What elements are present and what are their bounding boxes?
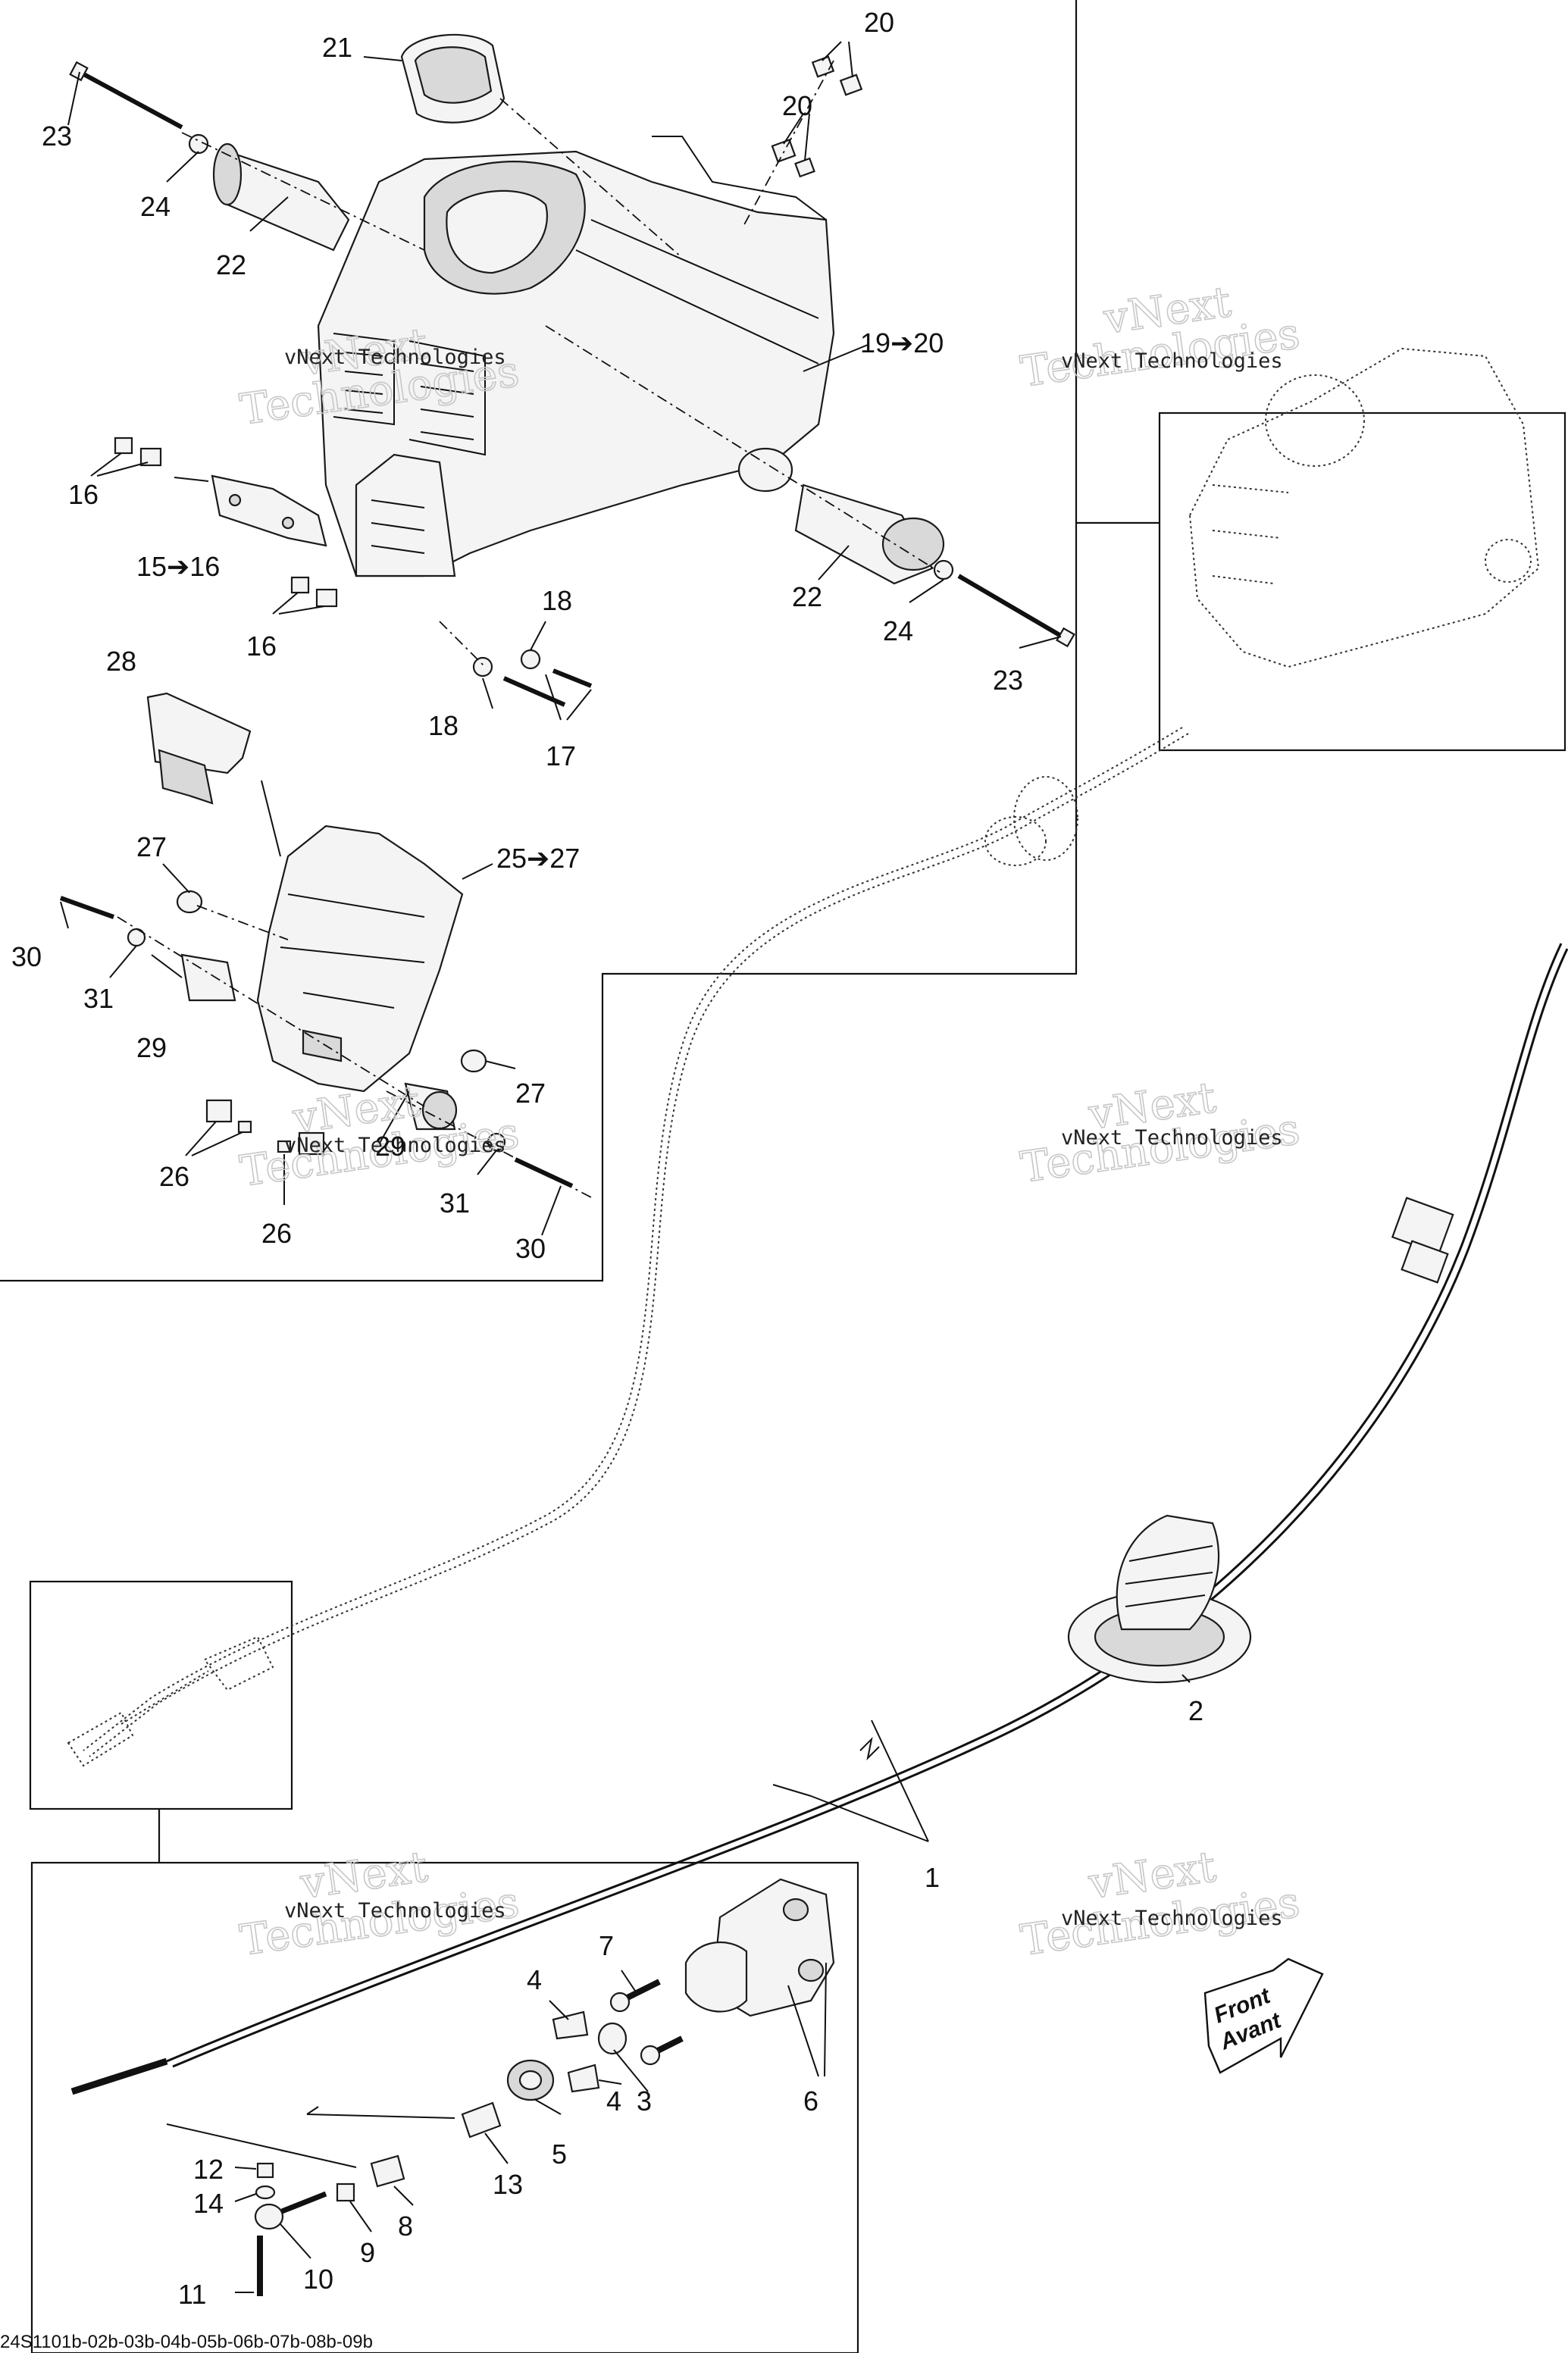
watermark-2: vNext Technologies vNext Technologies xyxy=(1017,277,1304,397)
callout-30a: 30 xyxy=(11,941,42,972)
cable-boot-grommet xyxy=(984,776,1078,866)
svg-text:vNext Technologies: vNext Technologies xyxy=(1061,1126,1283,1150)
leader-lines xyxy=(60,41,1191,2293)
callout-20b: 20 xyxy=(782,90,812,121)
part-6-flange xyxy=(684,1878,835,2017)
callout-16b: 16 xyxy=(246,630,277,662)
part-22-boot-upper xyxy=(212,142,350,252)
part-21-cover xyxy=(400,33,505,124)
callout-15: 15➔16 xyxy=(136,551,220,582)
callout-31a: 31 xyxy=(83,983,114,1014)
callout-24a: 24 xyxy=(140,191,171,222)
callout-29b: 29 xyxy=(375,1131,405,1162)
callout-14: 14 xyxy=(193,2188,224,2219)
callout-4a: 4 xyxy=(527,1964,542,1995)
direction-arrows xyxy=(166,477,455,2168)
callout-29a: 29 xyxy=(136,1032,167,1063)
watermark-6: vNext Technologies vNext Technologies xyxy=(1017,1841,1304,1966)
part-9-nut xyxy=(336,2182,355,2202)
callout-13: 13 xyxy=(493,2169,523,2200)
callout-27b: 27 xyxy=(515,1078,546,1109)
part-29-bushings xyxy=(180,953,458,1131)
part-7-screws xyxy=(609,1979,684,2066)
part-13-sleeve xyxy=(461,2101,502,2139)
part-5-nut xyxy=(506,2059,555,2101)
callout-8: 8 xyxy=(398,2211,413,2242)
callout-7: 7 xyxy=(599,1930,614,1961)
detail-end-view xyxy=(67,1635,274,1767)
watermark-5: vNext Technologies vNext Technologies xyxy=(236,1841,523,1966)
callout-30b: 30 xyxy=(515,1233,546,1264)
callout-28: 28 xyxy=(106,646,136,677)
front-arrow: Front Avant xyxy=(1203,1957,1324,2074)
part-15-bracket xyxy=(211,474,327,547)
part-4-clips xyxy=(552,2010,600,2093)
part-26-nuts xyxy=(205,1099,325,1156)
callout-9: 9 xyxy=(360,2237,375,2268)
callout-20a: 20 xyxy=(864,7,894,38)
part-12-nut xyxy=(256,2162,274,2179)
callout-19: 19➔20 xyxy=(860,327,944,358)
callout-21: 21 xyxy=(322,32,352,63)
assembly-axes xyxy=(117,60,940,1198)
part-22-boot-lower xyxy=(794,483,945,585)
callout-10: 10 xyxy=(303,2264,333,2295)
part-2-boot xyxy=(1067,1514,1252,1684)
part-3-washer xyxy=(597,2022,628,2055)
part-24-washers xyxy=(188,133,954,580)
callout-18a: 18 xyxy=(542,585,572,616)
svg-text:vNext Technologies: vNext Technologies xyxy=(284,1134,506,1157)
callout-1: 1 xyxy=(925,1862,940,1893)
callout-18b: 18 xyxy=(428,710,459,741)
callout-23b: 23 xyxy=(993,665,1023,696)
part-23-bolts xyxy=(69,61,1075,648)
part-20-nuts xyxy=(771,55,863,178)
callout-23a: 23 xyxy=(42,120,72,152)
callout-26b: 26 xyxy=(261,1218,292,1249)
part-10-ball-joint xyxy=(254,2191,327,2230)
callout-3: 3 xyxy=(637,2085,652,2117)
callout-25: 25➔27 xyxy=(496,843,580,874)
svg-text:vNext Technologies: vNext Technologies xyxy=(1061,1907,1283,1930)
part-25-housing xyxy=(256,824,464,1093)
watermark-3: vNext Technologies vNext Technologies xyxy=(1017,1072,1304,1193)
part-8-sleeve xyxy=(370,2154,405,2188)
reference-code: 24S1101b-02b-03b-04b-05b-06b-07b-08b-09b xyxy=(0,2332,373,2352)
part-27-grommets xyxy=(176,890,487,1073)
callout-2: 2 xyxy=(1188,1695,1203,1726)
steering-housing xyxy=(317,136,835,577)
callout-numbers: 1 2 3 4 4 5 6 7 8 9 10 11 12 13 14 15➔16… xyxy=(11,7,1203,2310)
callout-6: 6 xyxy=(803,2085,818,2117)
callout-27a: 27 xyxy=(136,831,167,862)
part-16-nuts xyxy=(114,436,338,608)
svg-text:vNext Technologies: vNext Technologies xyxy=(284,1899,506,1923)
callout-5: 5 xyxy=(552,2139,567,2170)
callout-17: 17 xyxy=(546,740,576,771)
callout-11: 11 xyxy=(178,2279,206,2310)
detail-housing-view xyxy=(1188,347,1540,668)
callout-26a: 26 xyxy=(159,1161,189,1192)
svg-text:vNext Technologies: vNext Technologies xyxy=(284,346,506,369)
part-14-washer xyxy=(255,2185,276,2200)
callout-24b: 24 xyxy=(883,615,913,646)
part-28-cap xyxy=(146,692,252,805)
part-17-18-bolts xyxy=(472,649,593,707)
callout-22a: 22 xyxy=(216,249,246,280)
callout-4b: 4 xyxy=(606,2085,621,2117)
svg-text:vNext Technologies: vNext Technologies xyxy=(1061,349,1283,373)
callout-31b: 31 xyxy=(440,1187,470,1219)
callout-12: 12 xyxy=(193,2154,224,2185)
callout-16a: 16 xyxy=(68,479,99,510)
cable-fitting-upper xyxy=(1391,1197,1454,1284)
callout-22b: 22 xyxy=(792,581,822,612)
